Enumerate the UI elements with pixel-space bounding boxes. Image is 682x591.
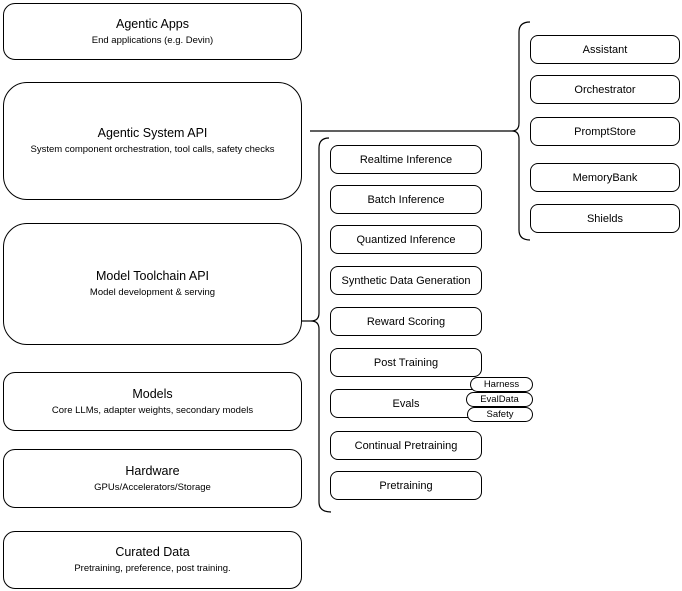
node-title: Curated Data (115, 545, 190, 559)
node-post-training[interactable]: Post Training (330, 348, 482, 377)
node-title: Agentic System API (97, 126, 208, 140)
toolchain-brace[interactable] (310, 137, 332, 513)
node-batch-inference[interactable]: Batch Inference (330, 185, 482, 214)
node-label: Quantized Inference (356, 233, 456, 246)
node-agentic-apps[interactable]: Agentic Apps End applications (e.g. Devi… (3, 3, 302, 60)
node-label: Synthetic Data Generation (341, 274, 471, 287)
node-continual-pretraining[interactable]: Continual Pretraining (330, 431, 482, 460)
node-realtime-inference[interactable]: Realtime Inference (330, 145, 482, 174)
node-reward-scoring[interactable]: Reward Scoring (330, 307, 482, 336)
node-agentic-system-api[interactable]: Agentic System API System component orch… (3, 82, 302, 200)
components-brace[interactable] (511, 21, 531, 241)
node-label: Pretraining (379, 479, 433, 492)
node-models[interactable]: Models Core LLMs, adapter weights, secon… (3, 372, 302, 431)
node-label: Post Training (373, 356, 439, 369)
node-title: Hardware (125, 463, 180, 478)
node-label: PromptStore (574, 125, 636, 138)
node-quantized-inference[interactable]: Quantized Inference (330, 225, 482, 254)
tag-safety[interactable]: Safety (467, 407, 533, 422)
node-label: Orchestrator (574, 83, 636, 96)
component-promptstore[interactable]: PromptStore (530, 117, 680, 146)
node-title: Model Toolchain API (95, 269, 210, 283)
node-model-toolchain-api[interactable]: Model Toolchain API Model development & … (3, 223, 302, 345)
node-evals[interactable]: Evals (330, 389, 482, 418)
node-label: Batch Inference (367, 193, 445, 206)
node-subtitle: GPUs/Accelerators/Storage (94, 481, 211, 493)
component-orchestrator[interactable]: Orchestrator (530, 75, 680, 104)
node-label: Assistant (582, 43, 628, 56)
node-synthetic-data-generation[interactable]: Synthetic Data Generation (330, 266, 482, 295)
node-subtitle: Core LLMs, adapter weights, secondary mo… (51, 404, 254, 416)
node-label: Reward Scoring (366, 315, 446, 328)
node-title: Agentic Apps (116, 16, 189, 31)
node-label: Realtime Inference (359, 153, 453, 166)
node-subtitle: System component orchestration, tool cal… (30, 144, 275, 155)
node-subtitle: Model development & serving (89, 287, 216, 298)
tag-harness[interactable]: Harness (470, 377, 533, 392)
node-subtitle: End applications (e.g. Devin) (91, 34, 214, 46)
node-label: MemoryBank (572, 171, 638, 184)
node-curated-data[interactable]: Curated Data Pretraining, preference, po… (3, 531, 302, 589)
component-shields[interactable]: Shields (530, 204, 680, 233)
node-title: Models (132, 386, 173, 401)
node-pretraining[interactable]: Pretraining (330, 471, 482, 500)
tag-label: Safety (486, 409, 514, 420)
component-assistant[interactable]: Assistant (530, 35, 680, 64)
tag-label: EvalData (480, 394, 519, 405)
node-label: Evals (392, 397, 420, 410)
node-label: Shields (586, 212, 624, 225)
node-label: Continual Pretraining (354, 439, 458, 452)
tag-evaldata[interactable]: EvalData (466, 392, 533, 407)
tag-label: Harness (483, 379, 520, 390)
node-subtitle: Pretraining, preference, post training. (74, 563, 231, 574)
component-memorybank[interactable]: MemoryBank (530, 163, 680, 192)
node-hardware[interactable]: Hardware GPUs/Accelerators/Storage (3, 449, 302, 508)
